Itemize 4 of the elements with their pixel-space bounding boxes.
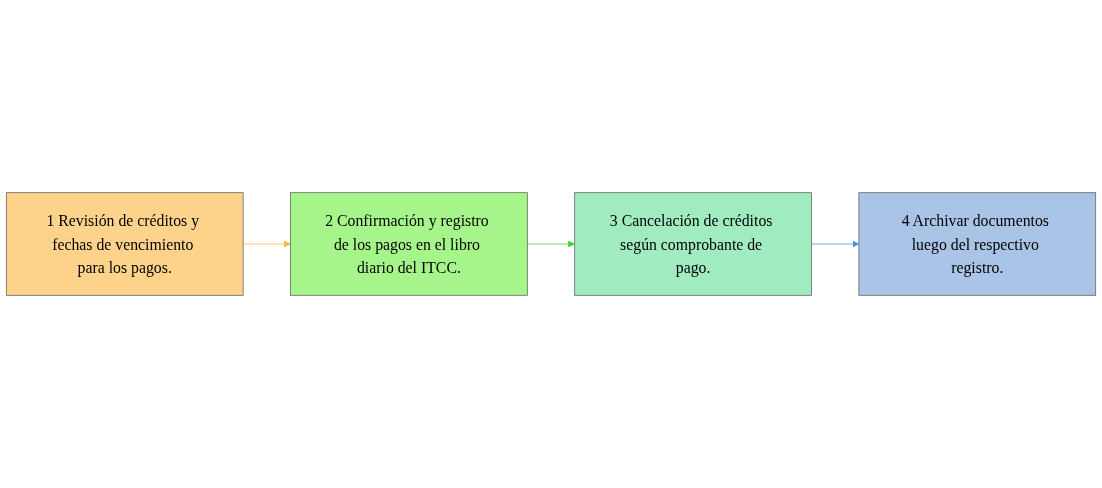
node-box: 1 Revisión de créditos y fechas de vencimiento para los pagos.	[5, 192, 244, 296]
node-box: 2 Confirmación y registro de los pagos en el libro diario del ITCC.	[290, 192, 528, 296]
node-box: 3 Cancelación de créditos según comprobante de pago.	[574, 192, 812, 296]
node-box: 4 Archivar documentos luego del respectivo registro.	[858, 192, 1097, 296]
